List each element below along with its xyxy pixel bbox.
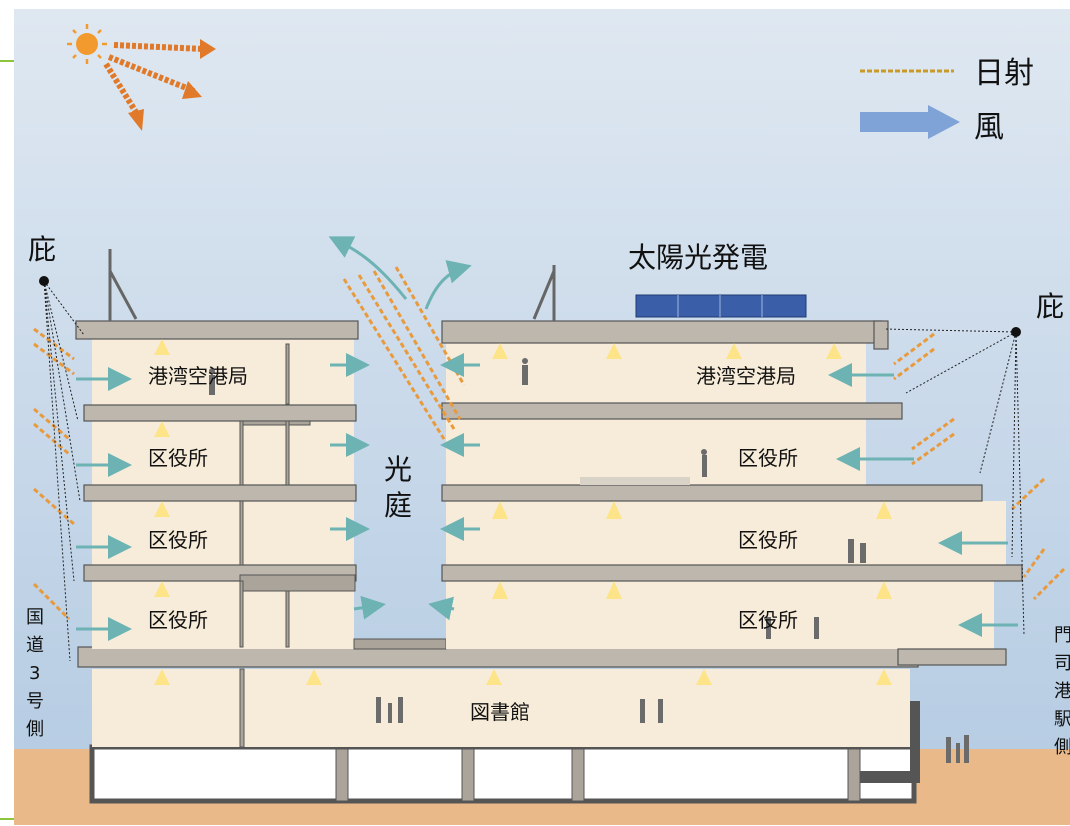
library-label: 図書館 [470,700,530,724]
room-right-1: 港湾空港局 [696,364,796,388]
roof-mast-right [532,265,556,321]
solar-panels [635,294,807,318]
right-side-char: 側 [1054,737,1070,758]
building-section-diagram: 日射 風 [14,9,1070,825]
roof-mast-left [108,249,138,321]
solar-power-label: 太陽光発電 [628,241,768,274]
room-right-2: 区役所 [738,446,798,470]
people-silhouettes [209,358,969,763]
light-court-label-1: 光 [384,453,412,486]
light-court-label-2: 庭 [384,489,412,522]
room-left-4: 区役所 [148,608,208,632]
left-side-char: 道 [26,635,44,656]
right-side-char: 門 [1054,625,1070,646]
room-left-2: 区役所 [148,446,208,470]
ceiling-lights [154,339,892,685]
eaves-marker-right [1011,327,1021,337]
legend-sunlight-label: 日射 [974,56,1034,91]
eaves-marker-left [39,276,49,286]
sun-icon [67,24,107,64]
building-section [75,249,1023,804]
right-side-char: 駅 [1054,709,1070,730]
legend-wind-label: 風 [974,110,1004,145]
left-side-char: 側 [26,719,44,740]
room-left-3: 区役所 [148,528,208,552]
eaves-label-left: 庇 [28,233,56,266]
right-side-vertical-label: 門 司 港 駅 側 [1054,625,1070,758]
legend-wind-swatch [860,105,960,139]
left-side-char: 国 [26,607,44,628]
eaves-leader-lines [43,280,1025,662]
legend: 日射 風 [860,56,1034,145]
wind-arrows [76,236,1018,641]
right-side-char: 司 [1054,653,1070,674]
left-side-char: 3 [29,663,40,684]
right-side-char: 港 [1054,681,1070,702]
room-right-4: 区役所 [738,608,798,632]
room-right-3: 区役所 [738,528,798,552]
left-side-char: 号 [26,691,44,712]
sun-direction-arrows [103,39,216,131]
room-left-1: 港湾空港局 [148,364,248,388]
left-side-vertical-label: 国 道 3 号 側 [26,607,44,740]
basement [89,744,917,804]
eaves-label-right: 庇 [1036,290,1064,323]
